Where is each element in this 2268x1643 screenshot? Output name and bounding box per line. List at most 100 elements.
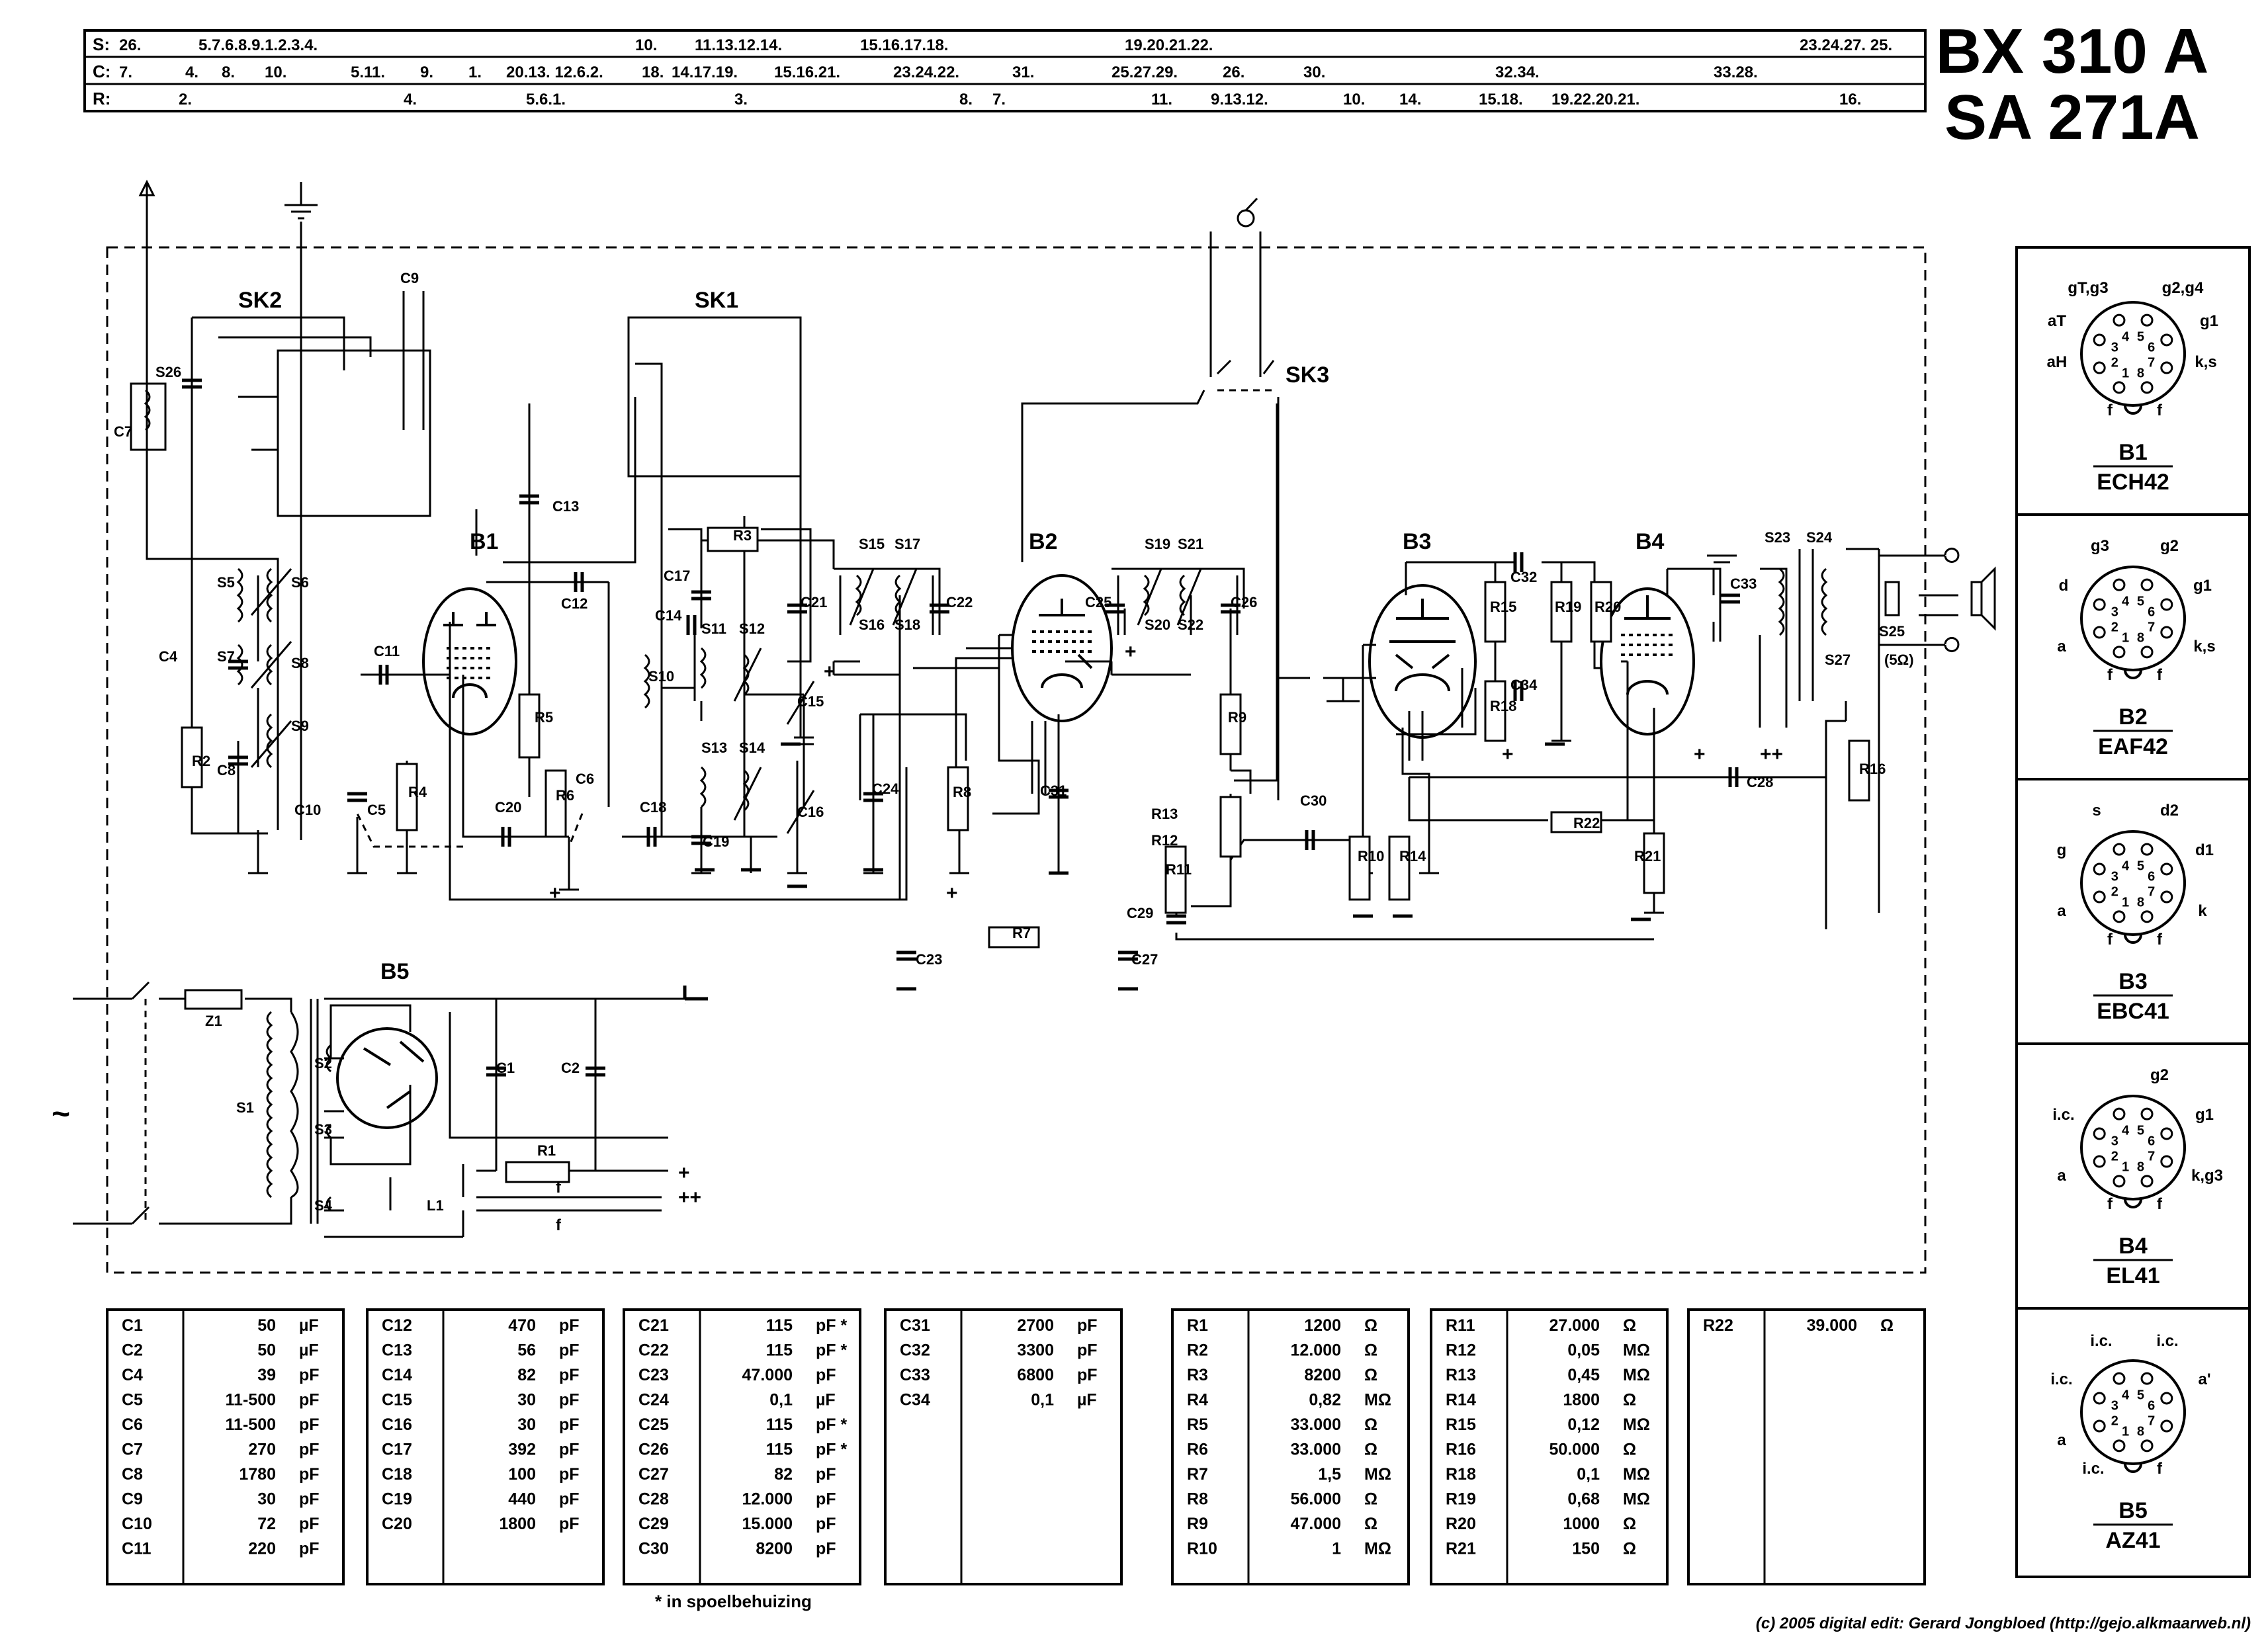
component-label-c13: C13 [552,498,579,515]
component-label-c32: C32 [1510,569,1537,585]
table-cell-unit: Ω [1880,1316,1894,1335]
index-cell: 9.13.12. [1211,91,1268,108]
table-cell-ref: C34 [900,1391,930,1410]
component-label-l1: L1 [427,1197,444,1214]
table-cell-value: 11-500 [226,1415,276,1434]
table-cell-ref: C15 [382,1391,412,1410]
pinout-panel [2015,246,2251,1578]
table-cell-ref: R22 [1703,1316,1733,1335]
component-label-c11: C11 [374,643,400,659]
pin-number: 2 [2111,620,2118,634]
component-label-z1: Z1 [205,1013,222,1029]
pin-label: f [2107,931,2113,948]
pin-dot [2140,910,2154,923]
label-sk2: SK2 [238,288,282,313]
pin-number: 3 [2111,605,2118,620]
label-s25-ohm: (5Ω) [1884,652,1914,668]
component-label-c19: C19 [703,833,729,850]
table-cell-unit: pF [816,1515,836,1533]
pin-dot [2113,381,2126,394]
component-label-s24: S24 [1806,529,1833,546]
index-cell: 7. [992,91,1006,108]
pin-number: 6 [2148,870,2155,884]
pin-dot [2160,1392,2173,1405]
table-cell-ref: C7 [122,1441,143,1459]
component-label-c34: C34 [1510,677,1538,693]
index-cell: 32.34. [1495,63,1540,81]
component-label-c10: C10 [294,802,321,818]
index-cell: 25.27.29. [1112,63,1178,81]
passive-bodies [181,527,1870,1183]
pin-label: g1 [2193,577,2212,595]
pin-number: 3 [2111,870,2118,884]
pin-label: k,s [2193,638,2215,655]
table-cell-ref: R12 [1446,1341,1476,1360]
pin-number: 7 [2148,884,2155,899]
pin-dot [2140,1439,2154,1453]
pin-number: 3 [2111,1399,2118,1413]
table-cell-value: 82 [517,1366,536,1384]
c24-plus: + [946,882,958,904]
component-label-r16: R16 [1859,761,1886,777]
tube-b4 [1600,587,1695,736]
table-cell-value: 33.000 [1291,1415,1341,1434]
pin-label: i.c. [2082,1460,2104,1478]
table-cell-value: 8200 [1304,1366,1341,1384]
table-cell-unit: pF * [816,1316,847,1335]
index-table: S:26.5.7.6.8.9.1.2.3.4.10.11.13.12.14.15… [83,29,1927,112]
component-label-c22: C22 [946,594,973,611]
pin-dot [2093,1392,2106,1405]
component-label-r3: R3 [733,527,752,544]
table-cell-value: 6800 [1017,1366,1054,1384]
table-cell-unit: pF [559,1490,580,1509]
component-label-c26: C26 [1231,594,1257,611]
table-cell-value: 115 [766,1316,793,1335]
component-label-c27: C27 [1131,951,1158,968]
pin-dot [2113,646,2126,659]
component-label-c17: C17 [664,568,690,584]
table-cell-ref: R16 [1446,1441,1476,1459]
index-cell: 7. [119,63,132,81]
pin-number: 1 [2122,631,2129,646]
pin-dot [2113,843,2126,856]
component-label-c15: C15 [797,693,824,710]
component-label-c8: C8 [217,762,236,779]
table-cell-ref: R2 [1187,1341,1208,1360]
pin-label: aH [2047,353,2068,371]
table-cell-ref: R5 [1187,1415,1208,1434]
index-cell: 3. [734,91,748,108]
pin-dot [2160,361,2173,374]
table-cell-value: 1800 [499,1515,536,1533]
table-cell-ref: C29 [638,1515,669,1533]
component-label-r10: R10 [1358,848,1384,864]
table-cell-ref: C13 [382,1341,412,1360]
pin-dot [2113,1107,2126,1120]
component-label-r20: R20 [1594,599,1621,615]
coils [144,389,1828,1212]
index-cell: 10. [635,36,657,54]
table-cell-unit: pF [299,1391,320,1410]
component-label-s26: S26 [155,364,181,380]
table-cell-unit: pF * [816,1441,847,1459]
pin-label: aT [2048,312,2066,330]
table-cell-unit: pF [559,1465,580,1484]
pin-dot [2093,598,2106,611]
component-label-s13: S13 [701,739,727,756]
tube-b1 [422,587,517,736]
table-cell-ref: R19 [1446,1490,1476,1509]
heater-f-1: f [556,1179,562,1197]
index-cell: 19.22.20.21. [1551,91,1639,108]
table-cell-unit: pF * [816,1415,847,1434]
b4-plus: + [1694,743,1706,765]
supply-plusplus: ++ [678,1187,701,1208]
table-cell-value: 50.000 [1549,1441,1600,1459]
component-label-c20: C20 [495,799,521,816]
capacitor-plates [182,378,1740,1077]
index-cell: 10. [1343,91,1365,108]
component-label-r19: R19 [1555,599,1581,615]
component-label-c33: C33 [1730,575,1757,592]
component-label-r21: R21 [1634,848,1661,864]
pin-dot [2160,890,2173,904]
index-cell: 20.13. 12.6.2. [506,63,603,81]
